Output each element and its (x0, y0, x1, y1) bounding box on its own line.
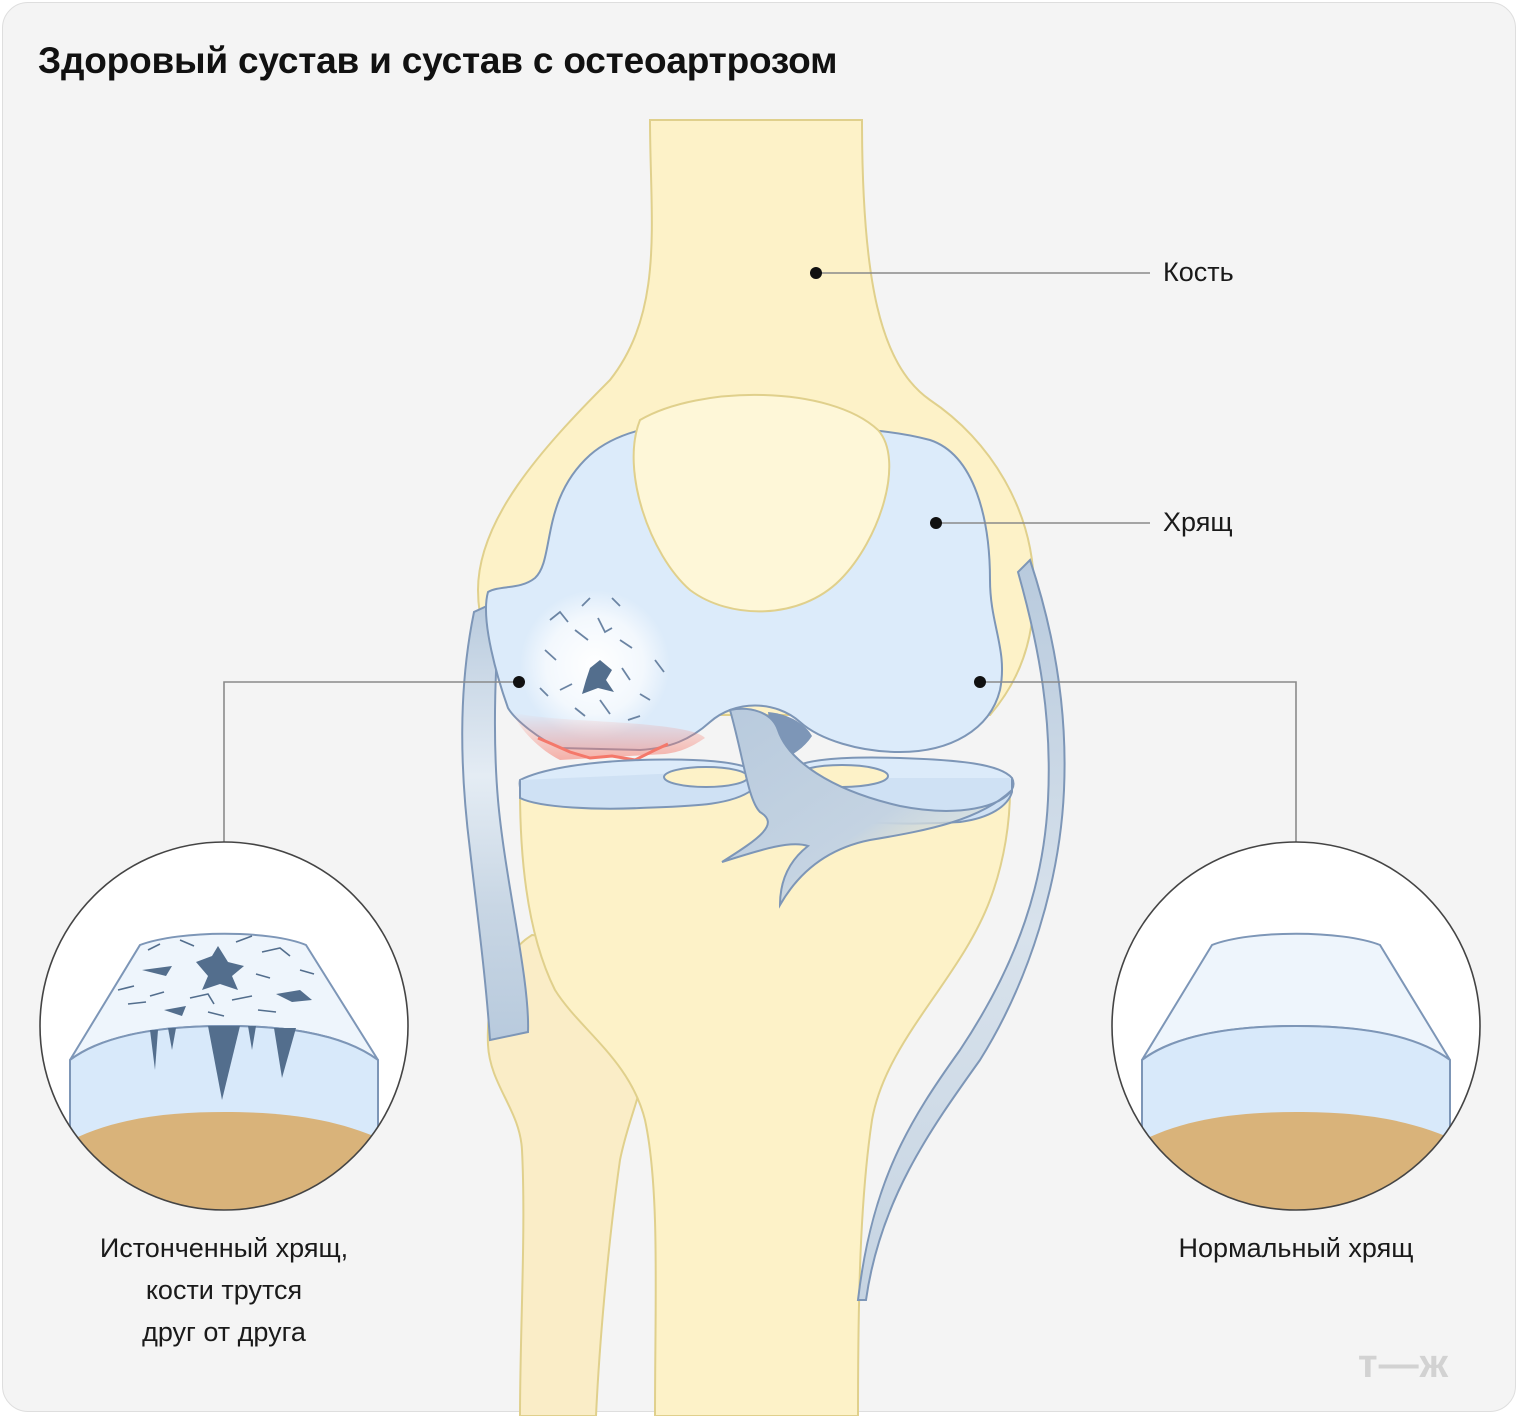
tibia-bone (518, 789, 1012, 1416)
worn-cartilage-edge (537, 736, 669, 762)
damaged-cartilage-marker-dot (513, 676, 525, 688)
label-bone: Кость (1163, 257, 1234, 287)
page-title: Здоровый сустав и сустав с остеоартрозом (38, 40, 838, 81)
patella (632, 393, 891, 613)
leader-dots (513, 267, 986, 688)
lateral-collateral-ligament (856, 558, 1066, 1301)
brand-logo: т—ж (1358, 1342, 1449, 1386)
meniscus-hole-left (663, 766, 749, 788)
label-thinned-cartilage: Истонченный хрящ, кости трутся друг от д… (24, 1228, 424, 1354)
cartilage-marker-dot (930, 517, 942, 529)
label-normal-cartilage: Нормальный хрящ (1178, 1233, 1414, 1263)
label-cartilage: Хрящ (1163, 507, 1233, 537)
cartilage-cracks (539, 597, 665, 721)
label-thinned-line-2: кости трутся (145, 1274, 303, 1305)
leader-lines (223, 272, 1297, 842)
label-thinned-line-1: Истонченный хрящ, (99, 1233, 349, 1263)
crack-hole (582, 660, 614, 694)
normal-cartilage-marker-dot (974, 676, 986, 688)
bone-marker-dot (810, 267, 822, 279)
anterior-cruciate-ligament (721, 707, 1013, 909)
medial-collateral-ligament (461, 598, 530, 1042)
label-thinned-line-3: друг от друга (142, 1316, 306, 1347)
